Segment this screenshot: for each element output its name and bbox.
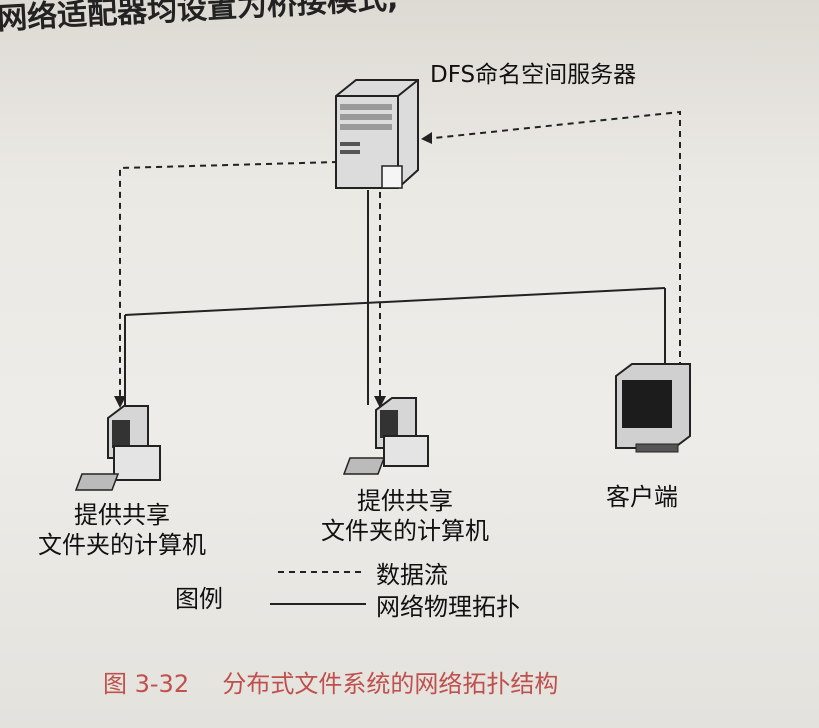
computer-left-icon <box>76 406 160 490</box>
computer-middle-icon <box>344 398 428 474</box>
client-to-server-flow <box>434 112 680 368</box>
computer-left-label: 提供共享 文件夹的计算机 <box>22 500 222 560</box>
computer-left-label-line-1: 提供共享 <box>22 500 222 530</box>
server-label: DFS命名空间服务器 <box>430 60 636 90</box>
figure-caption: 图 3-32 分布式文件系统的网络拓扑结构 <box>103 664 558 699</box>
figure-number: 图 3-32 <box>103 670 189 698</box>
client-label: 客户端 <box>606 482 678 512</box>
computer-middle-label-line-2: 文件夹的计算机 <box>305 516 505 546</box>
figure-caption-text: 分布式文件系统的网络拓扑结构 <box>222 670 558 698</box>
server-icon <box>336 80 418 188</box>
computer-left-label-line-2: 文件夹的计算机 <box>22 530 222 560</box>
backbone-line <box>125 288 665 315</box>
physical-topology-lines <box>125 190 665 410</box>
computer-middle-label-line-1: 提供共享 <box>305 486 505 516</box>
legend-data-flow-label: 数据流 <box>376 560 448 590</box>
arrowhead-server <box>421 132 432 144</box>
legend-title: 图例 <box>175 584 223 614</box>
server-to-computer-left-flow <box>120 162 338 398</box>
computer-middle-label: 提供共享 文件夹的计算机 <box>305 486 505 546</box>
legend-physical-topology-label: 网络物理拓扑 <box>376 592 520 622</box>
client-monitor-icon <box>616 364 690 452</box>
